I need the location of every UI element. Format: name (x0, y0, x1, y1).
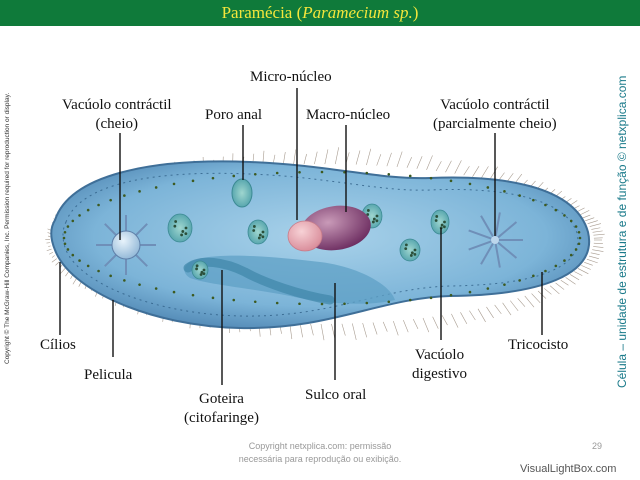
side-copyright: Copyright © The McGraw-Hill Companies, I… (4, 92, 11, 364)
anal-pore (231, 178, 253, 208)
label-gullet: Goteira(citofaringe) (184, 391, 259, 426)
page-number: 29 (592, 441, 603, 451)
trichocysts (62, 170, 582, 306)
watermark: VisualLightBox.com (520, 463, 617, 475)
title-bar: Paramécia (Paramecium sp.) (0, 0, 640, 26)
label-anal-pore: Poro anal (205, 107, 263, 123)
label-micronucleus: Micro-núcleo (250, 69, 332, 85)
contractile-vacuole-partial-center (491, 236, 499, 244)
side-title: Célula – unidade de estrutura e de funçã… (615, 75, 629, 388)
footer-copyright: Copyright netxplica.com: permissão neces… (210, 440, 430, 466)
footer-line-2: necessária para reprodução ou exibição. (238, 454, 402, 464)
species-name: Paramecium sp. (302, 3, 413, 22)
label-trichocyst: Tricocisto (508, 337, 569, 353)
contractile-vacuole-partial (468, 212, 523, 268)
label-oral-groove: Sulco oral (305, 387, 367, 403)
contractile-vacuole-full (96, 215, 156, 275)
label-macronucleus: Macro-núcleo (306, 107, 391, 123)
leader-lines (59, 88, 543, 385)
label-contractile-vacuole-partial: Vacúolo contráctil(parcialmente cheio) (433, 97, 557, 132)
label-pellicle: Pelicula (84, 367, 133, 383)
footer-line-1: Copyright netxplica.com: permissão (248, 441, 392, 451)
page-title: Paramécia (Paramecium sp.) (221, 3, 419, 22)
micronucleus (287, 220, 323, 252)
label-cilia: Cílios (40, 337, 76, 353)
label-contractile-vacuole-full: Vacúolo contráctil(cheio) (62, 97, 172, 132)
